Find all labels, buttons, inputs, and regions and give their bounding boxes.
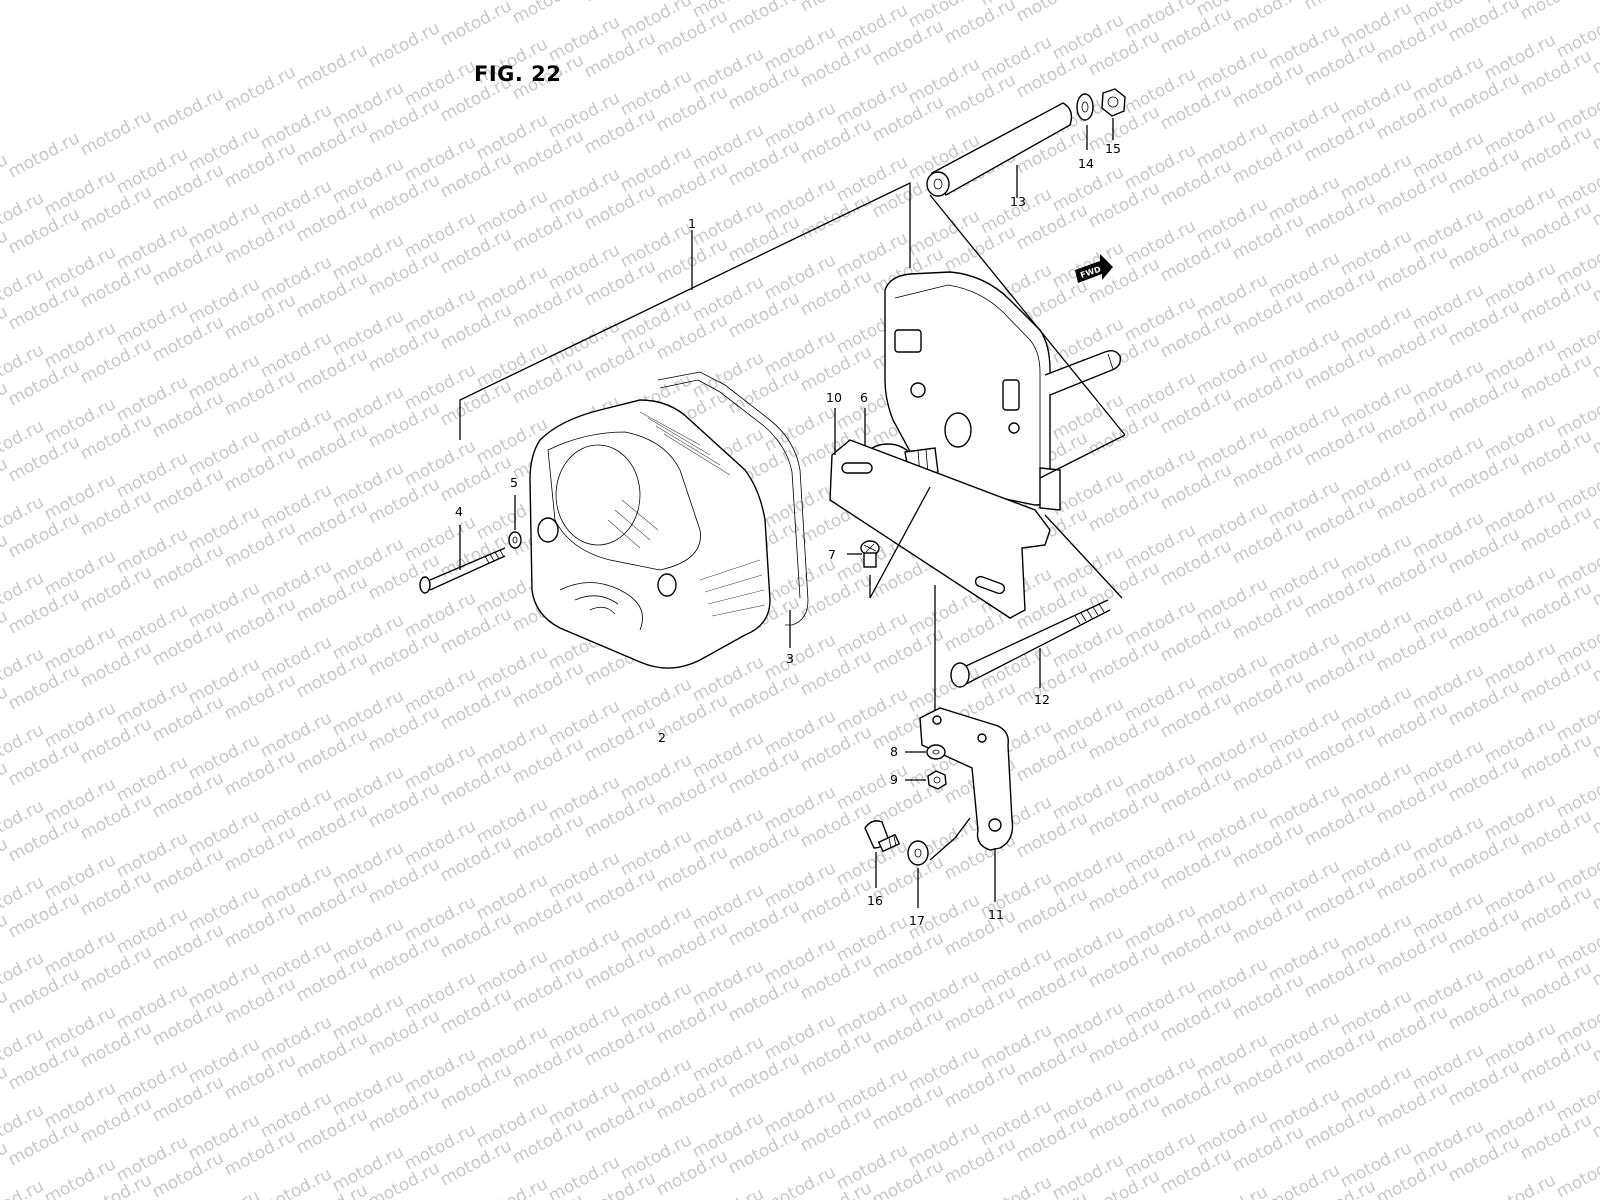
callout-16: 16 xyxy=(867,893,883,908)
callout-labels: 1 2 3 4 5 6 7 8 9 10 11 12 13 14 15 16 1… xyxy=(455,141,1121,928)
lamp-gasket xyxy=(657,371,809,648)
callout-9: 9 xyxy=(890,772,898,787)
figure-title: FIG. 22 xyxy=(474,62,562,86)
mount-bolt xyxy=(864,820,901,888)
callout-14: 14 xyxy=(1078,156,1094,171)
lower-bracket xyxy=(919,585,1014,902)
tube-nut xyxy=(1101,88,1126,140)
mount-washer xyxy=(907,817,971,908)
tube-washer xyxy=(1076,93,1094,150)
callout-4: 4 xyxy=(455,504,463,519)
bracket-washer xyxy=(905,744,946,760)
callout-1: 1 xyxy=(688,216,696,231)
license-bracket xyxy=(829,408,1051,619)
spacer-tube xyxy=(926,102,1073,198)
fwd-direction-arrow: FWD xyxy=(1075,254,1113,283)
assembly-1-bracket xyxy=(459,181,911,440)
callout-11: 11 xyxy=(988,907,1004,922)
callout-3: 3 xyxy=(786,651,794,666)
tube-bracket-leader xyxy=(929,194,1126,599)
screw-washer xyxy=(508,495,522,549)
callout-10: 10 xyxy=(826,390,842,405)
lamp-housing xyxy=(884,271,1122,511)
bracket-nut xyxy=(905,770,947,790)
callout-12: 12 xyxy=(1034,692,1050,707)
callout-15: 15 xyxy=(1105,141,1121,156)
callout-8: 8 xyxy=(890,744,898,759)
lens-hatching xyxy=(607,411,766,617)
callout-6: 6 xyxy=(860,390,868,405)
tail-lamp-lens xyxy=(529,399,771,669)
callout-13: 13 xyxy=(1010,194,1026,209)
callout-5: 5 xyxy=(510,475,518,490)
callout-2: 2 xyxy=(658,730,666,745)
lens-screw xyxy=(419,525,506,594)
callout-17: 17 xyxy=(909,913,925,928)
bracket-screw xyxy=(847,486,931,599)
callout-7: 7 xyxy=(828,547,836,562)
long-bolt xyxy=(950,599,1111,688)
